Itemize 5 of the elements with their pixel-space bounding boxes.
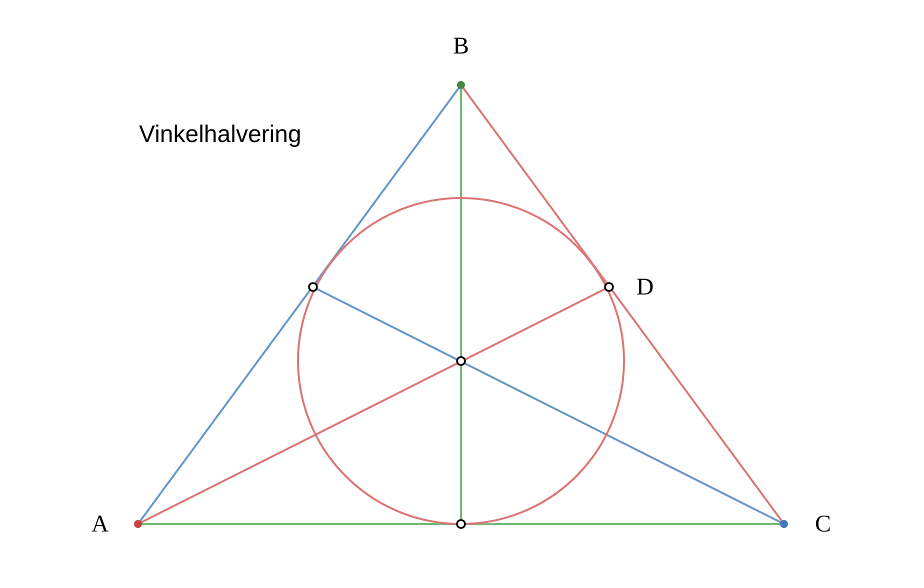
point-label: B — [453, 34, 469, 60]
title: Vinkelhalvering — [139, 121, 302, 149]
point-label: D — [636, 274, 654, 302]
point-label: A — [91, 512, 109, 538]
point-label: C — [815, 512, 831, 538]
